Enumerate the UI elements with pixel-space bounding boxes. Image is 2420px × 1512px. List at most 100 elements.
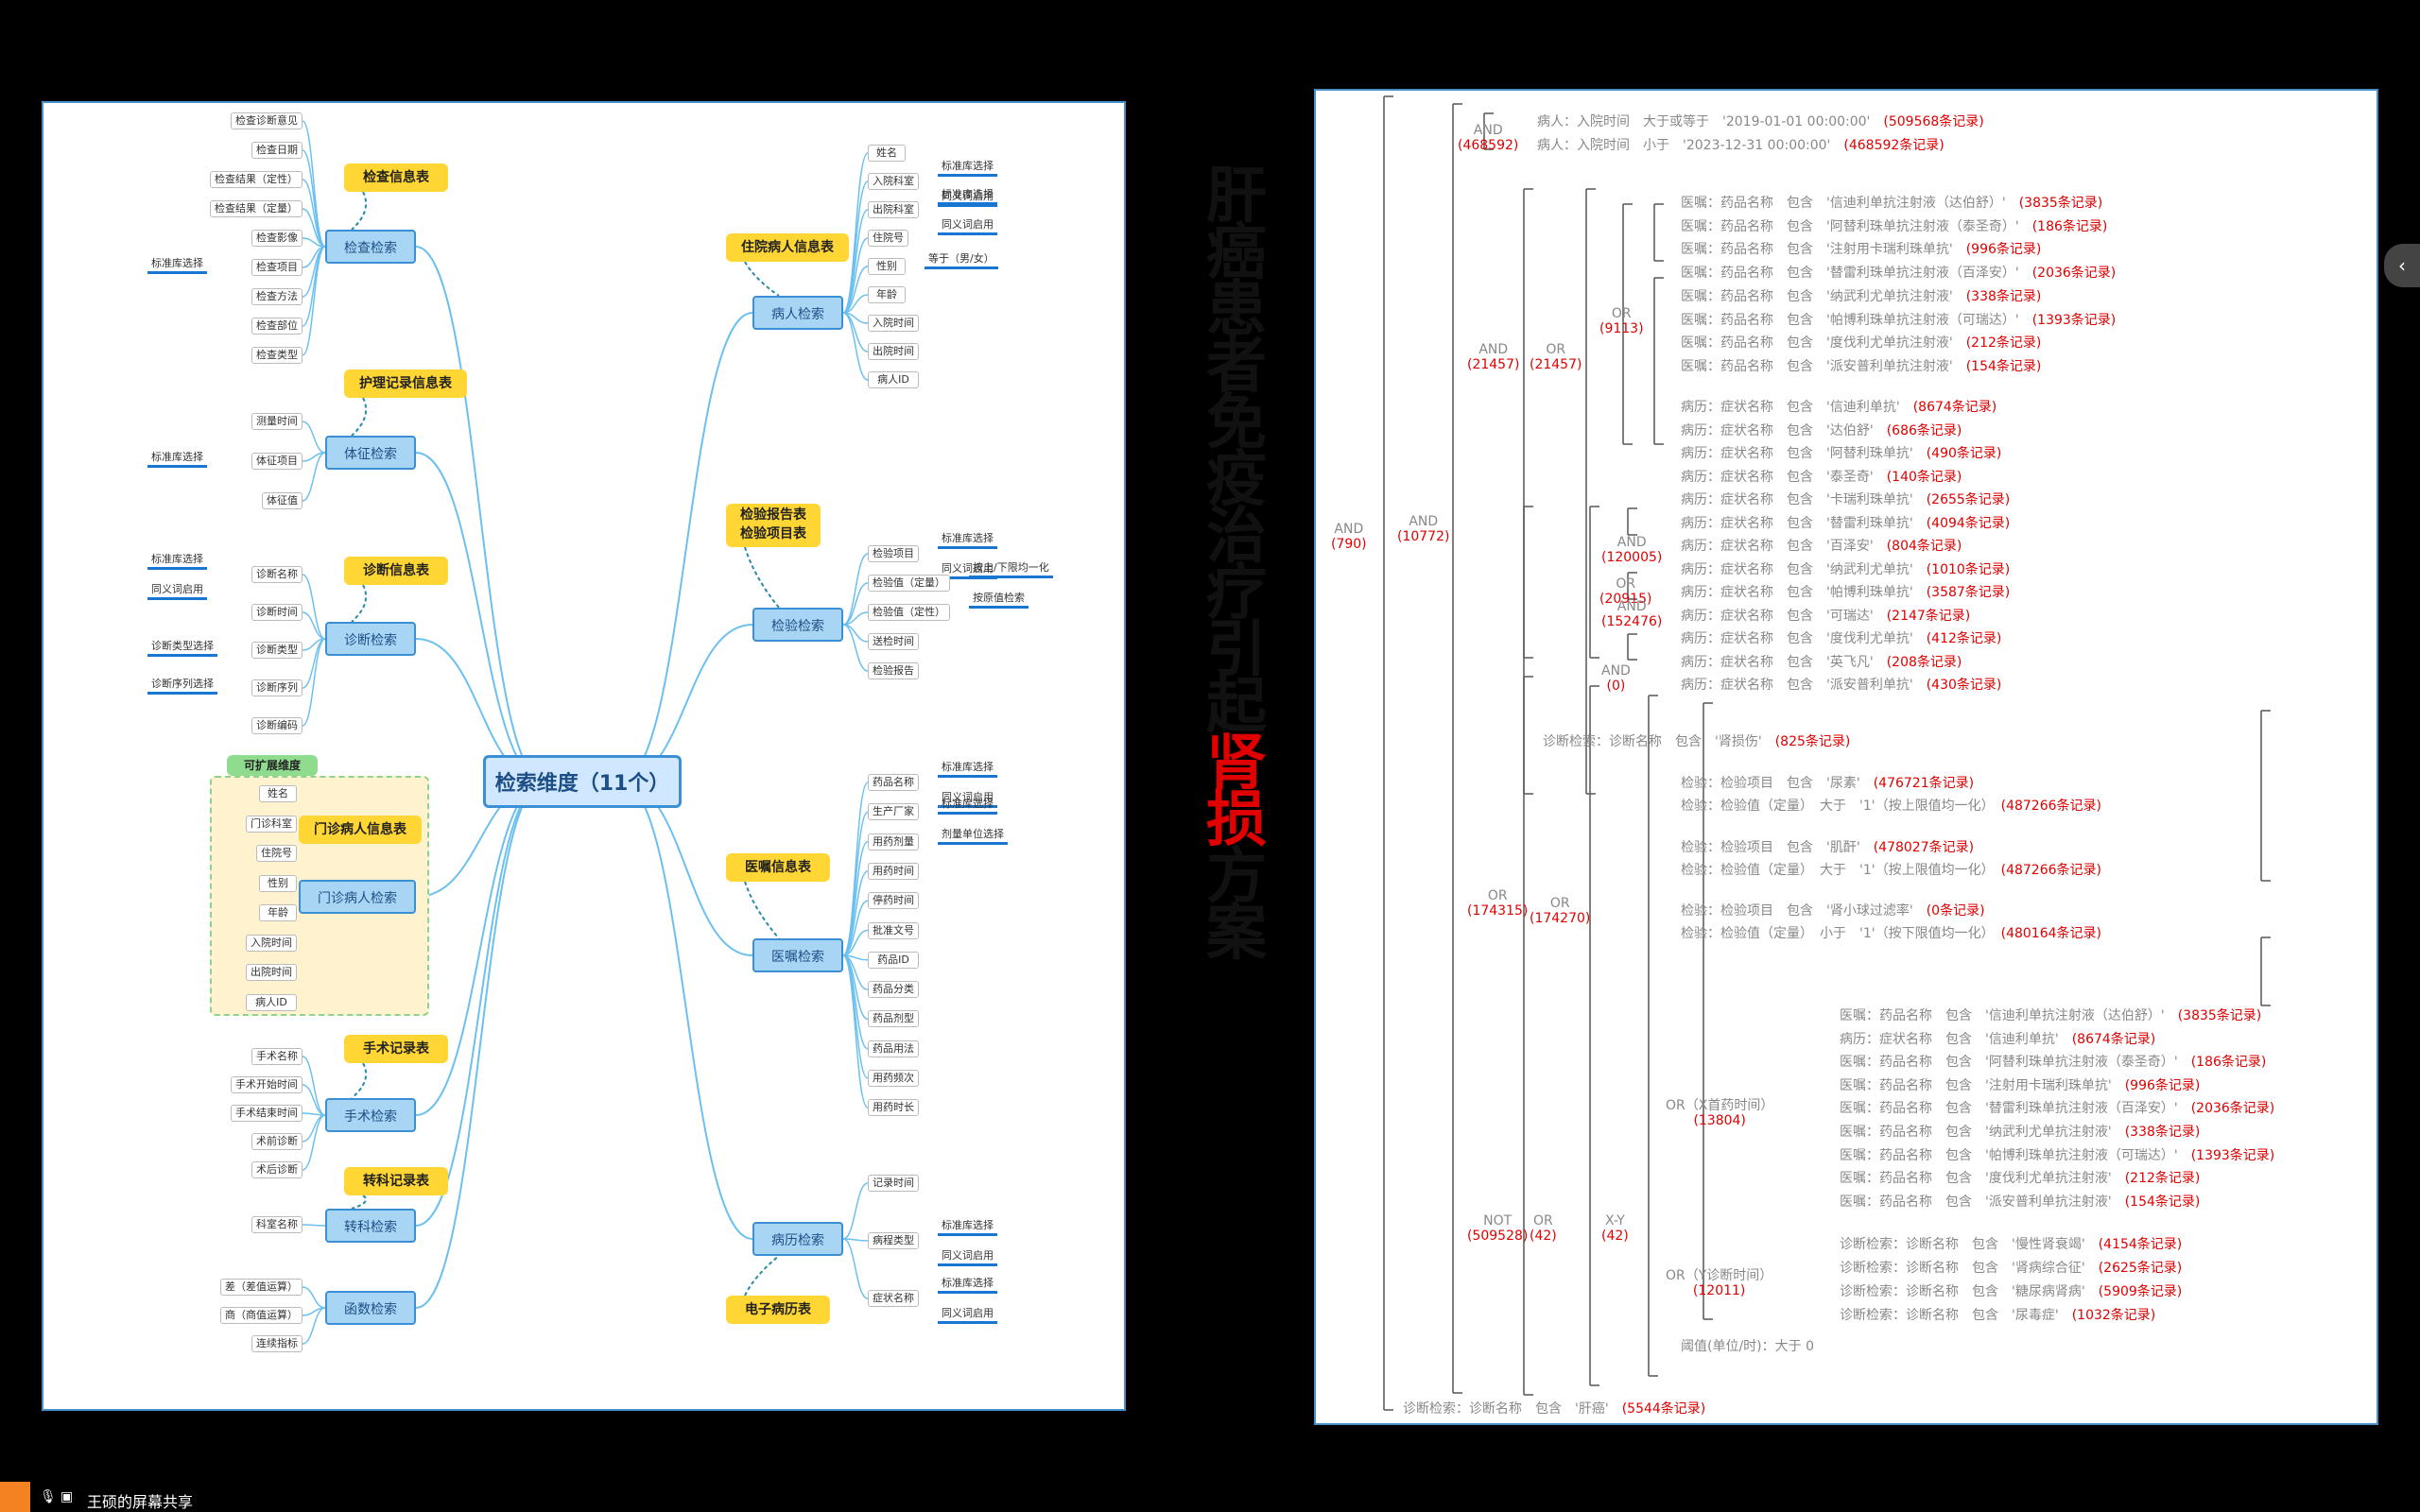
condition-text: 医嘱：药品名称 包含 '阿替利珠单抗注射液（泰圣奇）' — [1681, 218, 2032, 234]
condition-line: 病历：症状名称 包含 '英飞凡' (208条记录) — [1681, 652, 1962, 671]
leaf-field: 检查类型 — [251, 347, 302, 364]
condition-text: 医嘱：药品名称 包含 '帕博利珠单抗注射液（可瑞达）' — [1840, 1147, 2191, 1163]
logic-operator: AND(21457) — [1467, 342, 1519, 372]
operator-count: (509528) — [1467, 1228, 1529, 1244]
leaf-field: 药品ID — [868, 951, 919, 969]
user-avatar-icon — [0, 1482, 30, 1512]
record-count: (478027条记录) — [1873, 840, 1975, 855]
title-char: 肝 — [1206, 162, 1267, 232]
record-count: (825条记录) — [1774, 734, 1851, 749]
leaf-field: 手术名称 — [251, 1048, 302, 1065]
sub-option: 按上/下限均一化 — [969, 559, 1053, 578]
condition-text: 病人：入院时间 大于或等于 '2019-01-01 00:00:00' — [1537, 114, 1884, 129]
operator-label: AND — [1478, 342, 1509, 357]
connector-line — [842, 954, 869, 1109]
sub-option: 等于（男/女） — [925, 250, 998, 269]
condition-text: 诊断检索：诊断名称 包含 '尿毒症' — [1840, 1308, 2072, 1323]
leaf-field: 术后诊断 — [251, 1161, 302, 1178]
leaf-field: 诊断时间 — [251, 604, 302, 621]
collapse-panel-button[interactable]: ‹ — [2384, 244, 2420, 287]
title-char: 疫 — [1206, 445, 1267, 515]
table-tag: 检查信息表 — [344, 163, 448, 192]
condition-line: 医嘱：药品名称 包含 '替雷利珠单抗注射液（百泽安）' (2036条记录) — [1681, 263, 2116, 282]
condition-line: 病历：症状名称 包含 '泰圣奇' (140条记录) — [1681, 467, 1962, 486]
table-tag: 住院病人信息表 — [726, 233, 849, 262]
condition-text: 检验：检验值（定量） 小于 '1'（按下限值均一化） — [1681, 926, 2001, 941]
record-count: (2036条记录) — [2190, 1101, 2275, 1117]
operator-label: NOT — [1483, 1213, 1512, 1228]
record-count: (480164条记录) — [2000, 926, 2101, 941]
condition-line: 病人：入院时间 大于或等于 '2019-01-01 00:00:00' (509… — [1537, 112, 1984, 130]
operator-label: OR — [1533, 1213, 1553, 1228]
condition-text: 医嘱：药品名称 包含 '派安普利单抗注射液' — [1840, 1194, 2125, 1210]
record-count: (3835条记录) — [2018, 196, 2103, 211]
microphone-icon[interactable]: 🎙 — [40, 1489, 57, 1504]
screen-share-icon[interactable]: ▣ — [60, 1489, 74, 1504]
condition-text: 病历：症状名称 包含 '泰圣奇' — [1681, 469, 1887, 485]
leaf-field: 药品剂型 — [868, 1010, 919, 1028]
condition-text: 医嘱：药品名称 包含 '信迪利单抗注射液（达伯舒）' — [1681, 196, 2019, 211]
leaf-field: 门诊科室 — [246, 815, 297, 833]
record-count: (212条记录) — [2124, 1171, 2201, 1187]
leaf-field: 诊断类型 — [251, 642, 302, 659]
condition-line: 诊断检索：诊断名称 包含 '肾病综合征' (2625条记录) — [1840, 1258, 2182, 1277]
leaf-field: 生产厂家 — [868, 803, 919, 821]
leaf-field: 检验值（定性） — [868, 604, 950, 621]
leaf-field: 出院时间 — [246, 964, 297, 981]
condition-line: 病历：症状名称 包含 '度伐利尤单抗' (412条记录) — [1681, 628, 2001, 647]
connector-line — [302, 574, 326, 640]
condition-text: 检验：检验项目 包含 '肾小球过滤率' — [1681, 903, 1927, 919]
category-node: 门诊病人检索 — [299, 880, 416, 914]
category-node: 检查检索 — [325, 230, 416, 264]
record-count: (1393条记录) — [2190, 1147, 2275, 1163]
condition-text: 诊断检索：诊断名称 包含 '慢性肾衰竭' — [1840, 1237, 2099, 1252]
operator-label: AND — [1616, 535, 1647, 550]
leaf-field: 检查影像 — [251, 230, 302, 247]
record-count: (154条记录) — [1965, 358, 2042, 374]
title-char: 方 — [1206, 842, 1267, 912]
leaf-field: 出院时间 — [868, 343, 919, 360]
connector-line — [302, 1114, 326, 1143]
leaf-field: 检查日期 — [251, 142, 302, 159]
logic-operator: OR(42) — [1530, 1213, 1557, 1244]
table-tag: 检验报告表 检验项目表 — [726, 504, 821, 547]
leaf-field: 差（差值运算） — [220, 1279, 302, 1296]
category-node: 诊断检索 — [325, 622, 416, 656]
screen-share-label: 王硕的屏幕共享 — [87, 1493, 194, 1511]
condition-text: 诊断检索：诊断名称 包含 '肾损伤' — [1543, 734, 1775, 749]
record-count: (487266条记录) — [2000, 863, 2101, 878]
record-count: (996条记录) — [2124, 1077, 2201, 1093]
condition-line: 病历：症状名称 包含 '卡瑞利珠单抗' (2655条记录) — [1681, 490, 2010, 508]
record-count: (5909条记录) — [2098, 1284, 2183, 1299]
logic-operator: X-Y(42) — [1601, 1213, 1629, 1244]
record-count: (186条记录) — [2031, 218, 2108, 234]
operator-count: (42) — [1530, 1228, 1557, 1244]
operator-label: AND — [1473, 123, 1503, 138]
logic-operator: AND(0) — [1601, 663, 1631, 694]
record-count: (0条记录) — [1926, 903, 1985, 919]
operator-count: (152476) — [1601, 614, 1663, 629]
leaf-field: 连续指标 — [251, 1335, 302, 1352]
search-dimensions-mindmap: 检索维度（11个）可扩展维度检查检索检查信息表检查诊断意见检查日期检查结果（定性… — [42, 101, 1126, 1411]
table-tag: 医嘱信息表 — [726, 853, 830, 882]
condition-line: 医嘱：药品名称 包含 '信迪利单抗注射液（达伯舒）' (3835条记录) — [1681, 193, 2102, 212]
condition-text: 检验：检验项目 包含 '尿素' — [1681, 776, 1874, 791]
connector-line — [302, 1307, 326, 1345]
leaf-field: 病人ID — [246, 993, 297, 1011]
title-char: 患 — [1206, 275, 1267, 345]
leaf-field: 送检时间 — [868, 633, 919, 650]
condition-text: 病历：症状名称 包含 '纳武利尤单抗' — [1681, 561, 1927, 577]
condition-line: 检验：检验值（定量） 大于 '1'（按上限值均一化） (487266条记录) — [1681, 796, 2101, 815]
table-tag: 诊断信息表 — [344, 557, 448, 585]
condition-line: 诊断检索：诊断名称 包含 '慢性肾衰竭' (4154条记录) — [1840, 1234, 2182, 1253]
condition-text: 医嘱：药品名称 包含 '度伐利尤单抗注射液' — [1681, 335, 1966, 352]
condition-line: 医嘱：药品名称 包含 '度伐利尤单抗注射液' (212条记录) — [1681, 333, 2041, 352]
screen-share-stage: 检索维度（11个）可扩展维度检查检索检查信息表检查诊断意见检查日期检查结果（定性… — [0, 76, 2420, 1436]
leaf-field: 检查项目 — [251, 259, 302, 276]
operator-count: (174270) — [1530, 911, 1591, 926]
condition-line: 病历：症状名称 包含 '纳武利尤单抗' (1010条记录) — [1681, 559, 2010, 578]
condition-text: 病人：入院时间 小于 '2023-12-31 00:00:00' — [1537, 138, 1844, 153]
chevron-left-icon: ‹ — [2398, 254, 2406, 277]
leaf-field: 检验值（定量） — [868, 575, 950, 592]
condition-text: 诊断检索：诊断名称 包含 '肝癌' — [1403, 1401, 1622, 1417]
